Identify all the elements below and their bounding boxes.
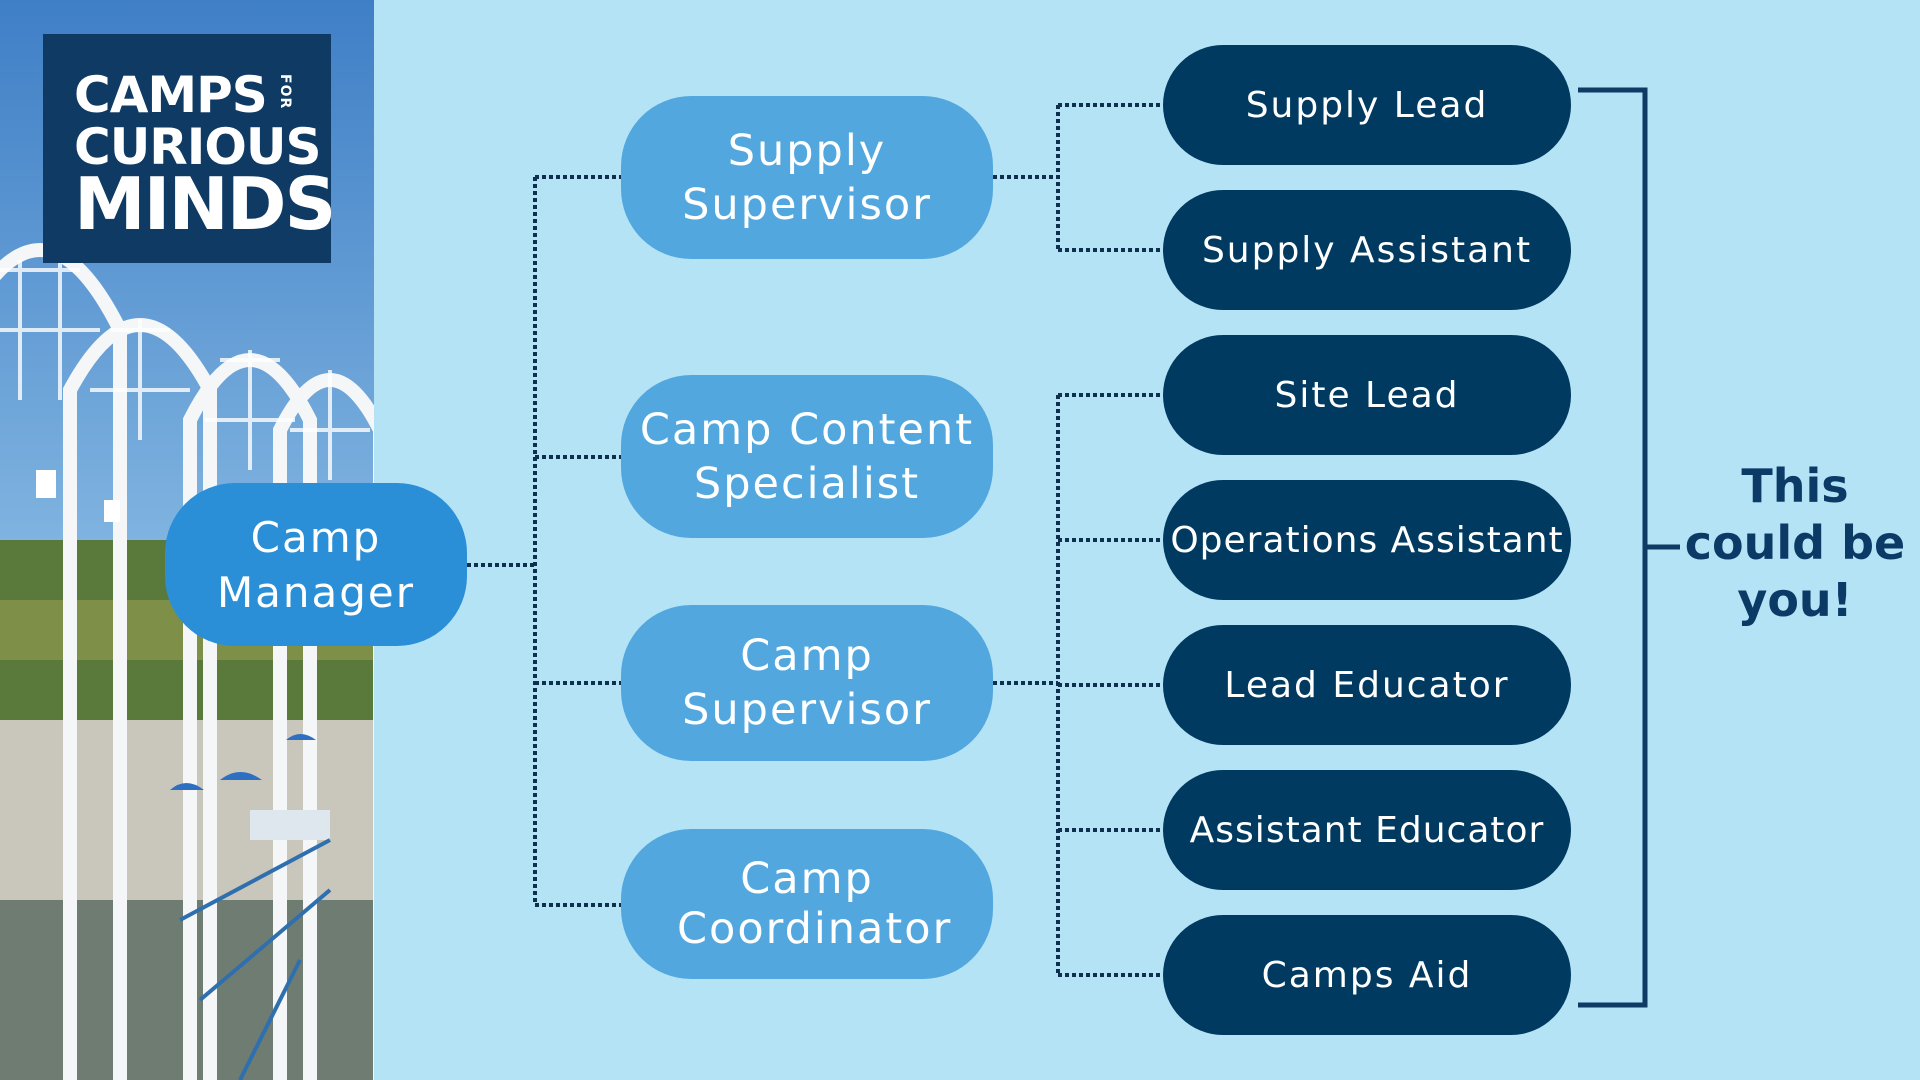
camp-manager-label: Camp Manager: [216, 512, 416, 617]
camp-content-specialist-label: Camp Content Specialist: [639, 404, 975, 509]
camp-supervisor-node: Camp Supervisor: [621, 605, 993, 761]
supply-assistant-label: Supply Assistant: [1201, 229, 1533, 271]
logo-for: FOR: [277, 74, 293, 110]
camp-content-specialist-node: Camp Content Specialist: [621, 375, 993, 538]
camps-aid-node: Camps Aid: [1163, 915, 1571, 1035]
supply-lead-label: Supply Lead: [1245, 84, 1489, 126]
site-lead-node: Site Lead: [1163, 335, 1571, 455]
assistant-educator-label: Assistant Educator: [1189, 809, 1545, 851]
operations-assistant-label: Operations Assistant: [1170, 519, 1564, 561]
logo-line-camps: CAMPS: [74, 66, 268, 124]
camps-aid-label: Camps Aid: [1261, 954, 1473, 996]
tagline-text: This could be you!: [1684, 459, 1906, 627]
supply-supervisor-node: Supply Supervisor: [621, 96, 993, 259]
assistant-educator-node: Assistant Educator: [1163, 770, 1571, 890]
lead-educator-label: Lead Educator: [1224, 664, 1510, 706]
logo-line-minds: MINDS: [74, 162, 336, 246]
site-lead-label: Site Lead: [1274, 374, 1460, 416]
camps-for-curious-minds-logo: CAMPS FOR CURIOUS MINDS: [43, 34, 336, 263]
logo-line-curious: CURIOUS: [74, 118, 322, 176]
role-bracket: [1578, 87, 1680, 1008]
supply-assistant-node: Supply Assistant: [1163, 190, 1571, 310]
supply-lead-node: Supply Lead: [1163, 45, 1571, 165]
supply-supervisor-label: Supply Supervisor: [682, 125, 932, 230]
operations-assistant-node: Operations Assistant: [1163, 480, 1571, 600]
camp-coordinator-label: Camp Coordinator: [677, 854, 953, 954]
lead-educator-node: Lead Educator: [1163, 625, 1571, 745]
camp-coordinator-node: Camp Coordinator: [621, 829, 993, 979]
camp-manager-node: Camp Manager: [165, 483, 467, 646]
camp-supervisor-label: Camp Supervisor: [682, 631, 932, 735]
